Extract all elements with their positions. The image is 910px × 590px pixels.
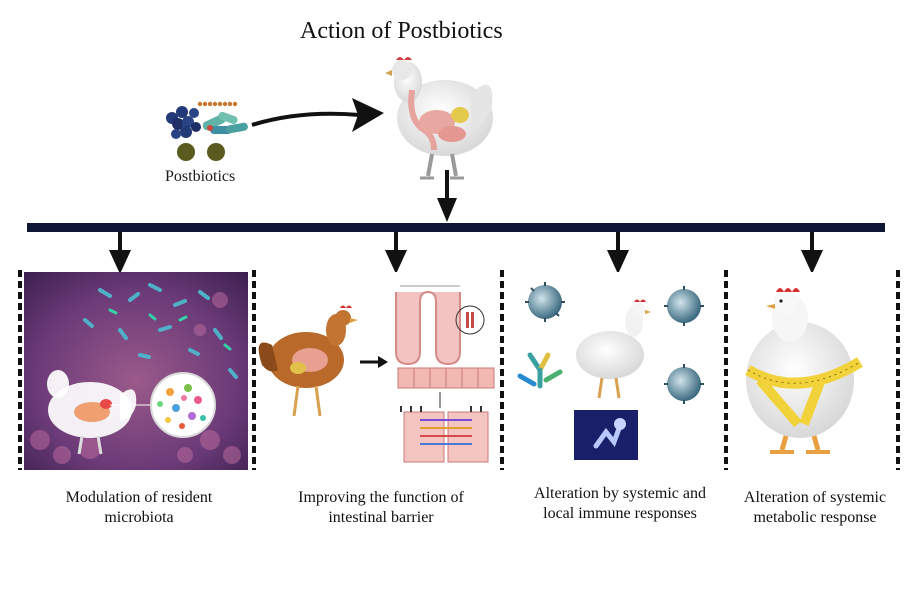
caption-line: Alteration of systemic xyxy=(743,489,887,506)
caption-panel-2: Improving the function of intestinal bar… xyxy=(266,488,496,528)
distribution-bar xyxy=(27,223,885,232)
branch-arrow-2 xyxy=(385,232,407,274)
antibody-cluster xyxy=(517,352,563,389)
panel-immune xyxy=(507,272,721,470)
film-edge xyxy=(18,270,22,470)
caption-panel-1: Modulation of resident microbiota xyxy=(24,488,254,528)
caption-line: intestinal barrier xyxy=(328,509,434,526)
virus-particle xyxy=(664,364,704,404)
caption-line: Alteration by systemic and xyxy=(534,485,706,502)
caption-panel-4: Alteration of systemic metabolic respons… xyxy=(730,488,900,528)
caption-line: Modulation of resident xyxy=(65,489,213,506)
film-edge xyxy=(896,270,900,470)
branch-arrow-3 xyxy=(607,232,629,274)
film-edge xyxy=(724,270,728,470)
virus-particle xyxy=(525,282,565,322)
chicken-down-arrow xyxy=(437,170,457,222)
postbiotics-icon xyxy=(166,101,248,161)
branch-arrows xyxy=(109,232,823,274)
branch-arrow-4 xyxy=(801,232,823,274)
chicken-organs-illustration xyxy=(385,57,493,180)
branch-arrow-1 xyxy=(109,232,131,274)
virus-particle xyxy=(664,286,704,326)
film-edge xyxy=(500,270,504,470)
caption-line: metabolic response xyxy=(753,509,877,526)
postbiotics-label: Postbiotics xyxy=(165,168,236,185)
film-edge xyxy=(252,270,256,470)
diagram-title: Action of Postbiotics xyxy=(300,18,503,44)
panel-microbiota xyxy=(24,272,248,470)
caption-line: Improving the function of xyxy=(298,489,464,506)
panel-intestinal-barrier xyxy=(258,272,496,470)
source-arrow xyxy=(251,98,384,132)
caption-panel-3: Alteration by systemic and local immune … xyxy=(510,484,730,524)
panel-metabolic xyxy=(733,272,895,470)
caption-line: microbiota xyxy=(104,509,174,526)
caption-line: local immune responses xyxy=(543,505,697,522)
